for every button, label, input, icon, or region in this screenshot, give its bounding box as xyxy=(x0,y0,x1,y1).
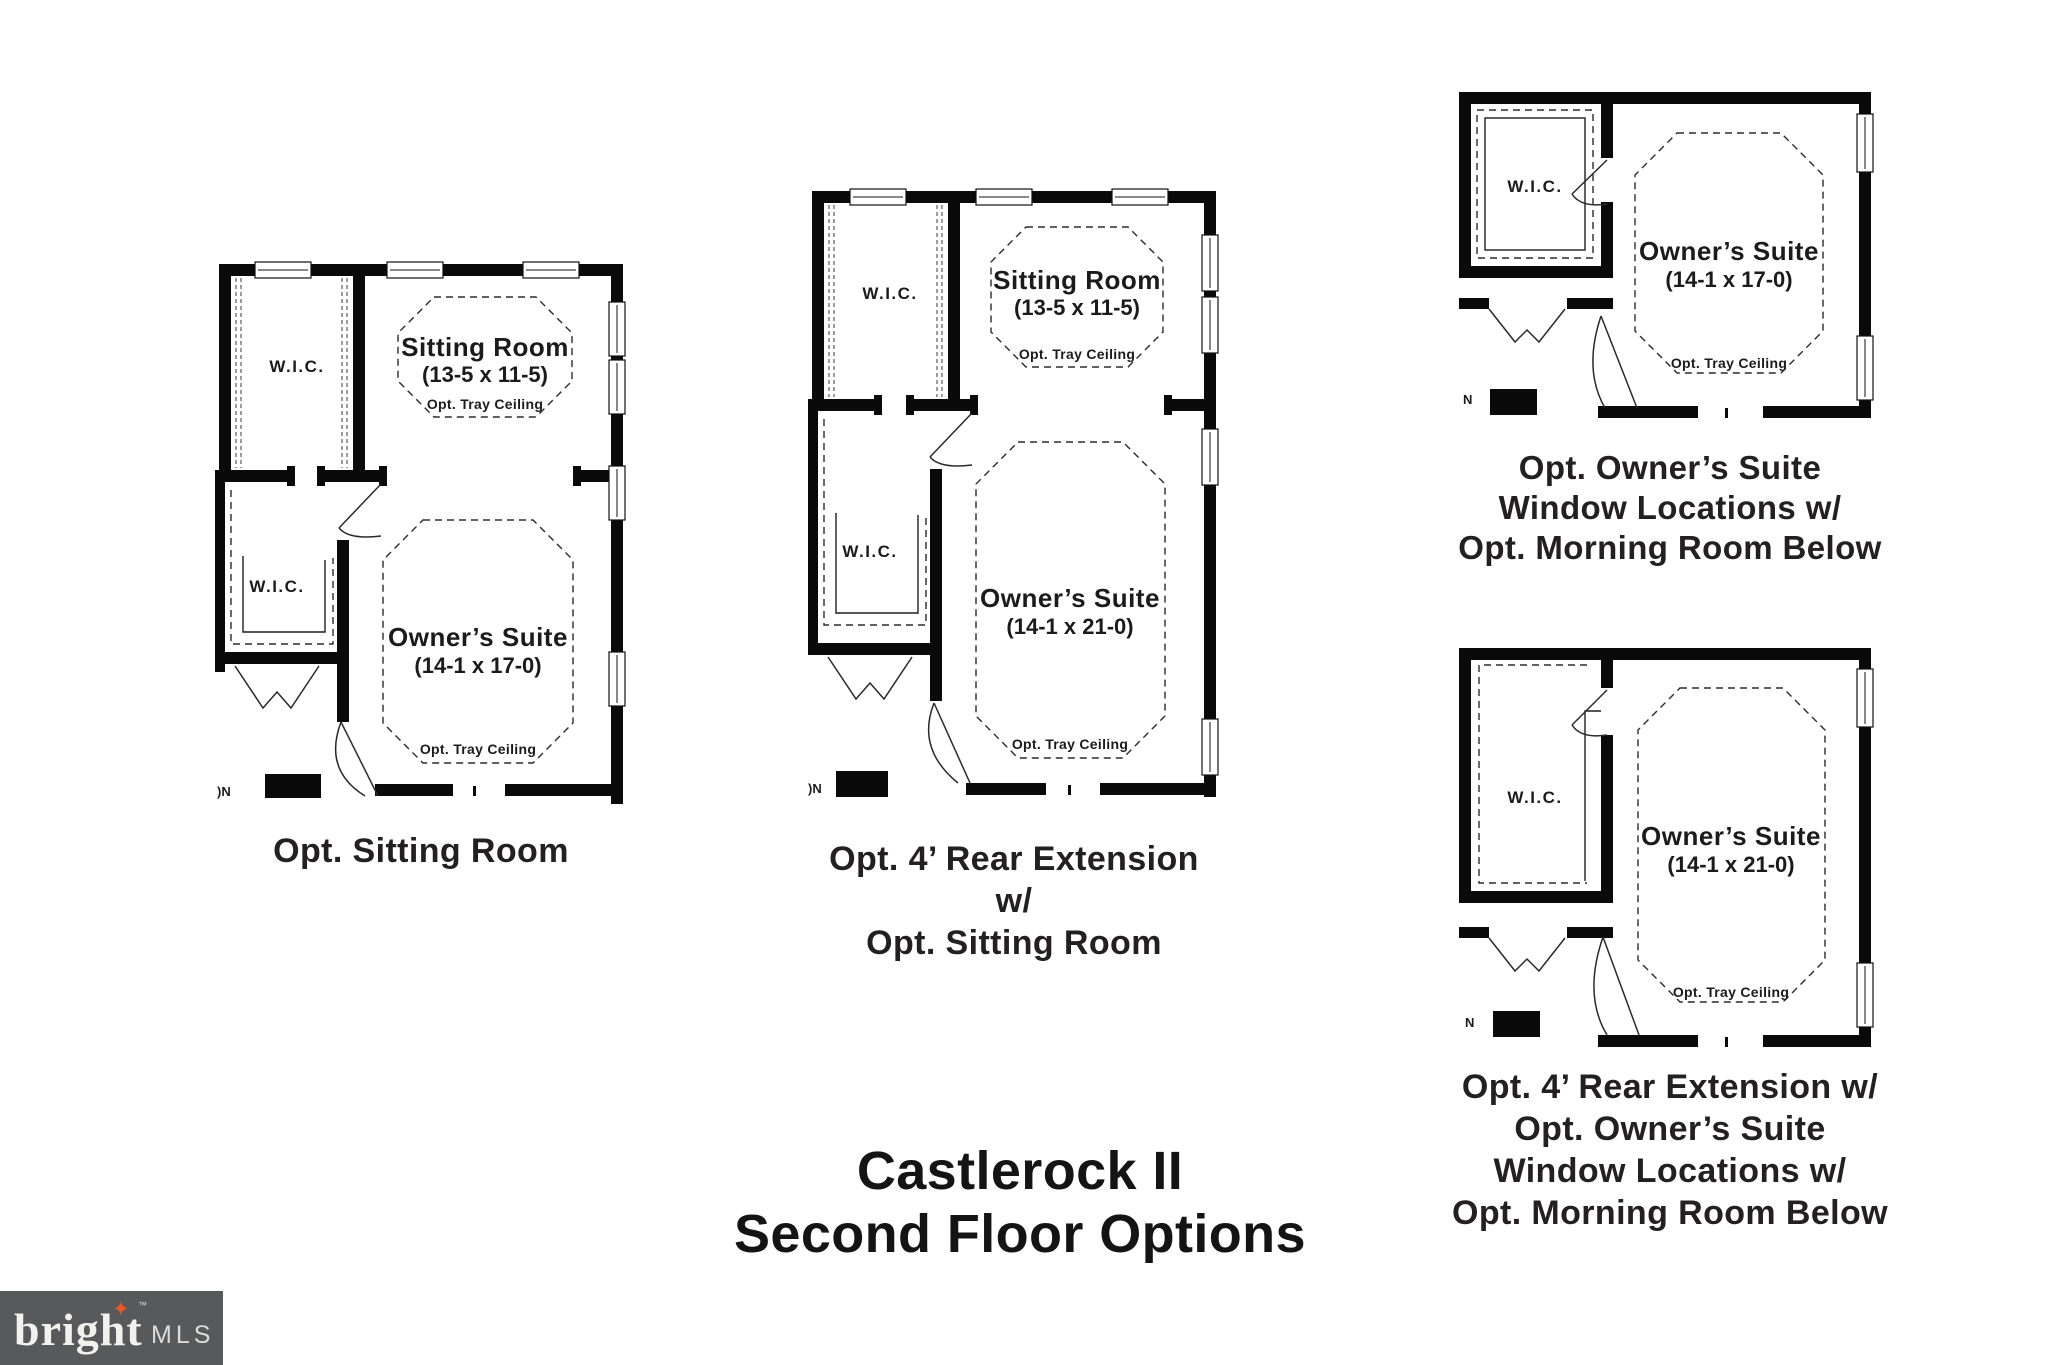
logo-brand-text: bright xyxy=(14,1304,143,1355)
plan4-owners-suite-label: Owner’s Suite xyxy=(1641,821,1821,851)
plan1-wic-top-label: W.I.C. xyxy=(269,357,324,376)
plan1-wic-bottom-label: W.I.C. xyxy=(249,577,304,596)
plan4-closet-shelving xyxy=(1478,664,1601,884)
plan3-suite-tray-outline xyxy=(1634,132,1824,374)
plan2-suite-tray-outline xyxy=(975,441,1166,759)
logo-trademark: ™ xyxy=(138,1300,147,1310)
plan2-stair-block xyxy=(836,771,888,797)
plan4-doors xyxy=(1488,689,1640,1036)
floor-plan-option-4: W.I.C. Owner’s Suite (14-1 x 21-0) Opt. … xyxy=(1455,645,1875,1049)
plan1-owners-suite-label: Owner’s Suite xyxy=(388,622,568,652)
floor-plan-option-3: W.I.C. Owner’s Suite (14-1 x 17-0) Opt. … xyxy=(1455,90,1875,422)
plan3-wic-label: W.I.C. xyxy=(1507,177,1562,196)
plan1-dn-label: )N xyxy=(217,784,231,799)
caption-line: Opt. Morning Room Below xyxy=(1458,529,1882,566)
plan2-caption: Opt. 4’ Rear Extension w/ Opt. Sitting R… xyxy=(808,838,1220,964)
plan4-caption: Opt. 4’ Rear Extension w/ Opt. Owner’s S… xyxy=(1400,1066,1940,1234)
plan2-doors xyxy=(827,412,973,784)
double-door-symbol xyxy=(234,665,320,710)
plan4-suite-tray-note: Opt. Tray Ceiling xyxy=(1673,984,1789,1000)
plan2-dn-label: )N xyxy=(808,781,822,796)
plan3-windows xyxy=(1856,113,1874,401)
plan3-closet-shelving xyxy=(1476,109,1594,259)
floor-plan-option-2: W.I.C. W.I.C. Sitting Room (13-5 x 11-5)… xyxy=(808,183,1220,815)
floor-plan-option-1: W.I.C. W.I.C. Sitting Room (13-5 x 11-5)… xyxy=(215,256,627,816)
plan3-doors xyxy=(1488,159,1638,409)
caption-line: Opt. 4’ Rear Extension w/ xyxy=(1461,1068,1879,1106)
caption-line: Opt. Sitting Room xyxy=(273,832,569,870)
plan3-owners-suite-dim: (14-1 x 17-0) xyxy=(1665,267,1792,292)
plan1-suite-tray-outline xyxy=(382,519,574,764)
plan1-doors xyxy=(234,483,382,797)
plan2-wic-bottom-label: W.I.C. xyxy=(842,542,897,561)
plan1-suite-tray-note: Opt. Tray Ceiling xyxy=(420,741,536,757)
plan4-windows xyxy=(1856,668,1874,1028)
caption-line: Opt. Sitting Room xyxy=(866,924,1162,962)
logo-star-icon: ✦ xyxy=(112,1298,130,1321)
caption-line: Opt. Owner’s Suite xyxy=(1518,449,1822,486)
plan3-owners-suite-label: Owner’s Suite xyxy=(1639,236,1819,266)
plan3-dn-label: N xyxy=(1463,392,1472,407)
plan2-owners-suite-label: Owner’s Suite xyxy=(980,583,1160,613)
plan1-sitting-tray-note: Opt. Tray Ceiling xyxy=(427,396,543,412)
plan1-sitting-room-dim: (13-5 x 11-5) xyxy=(422,362,548,387)
plan2-owners-suite-dim: (14-1 x 21-0) xyxy=(1006,614,1133,639)
plan2-sitting-tray-outline xyxy=(990,226,1164,368)
plan2-sitting-tray-note: Opt. Tray Ceiling xyxy=(1019,346,1135,362)
plan1-stair-block xyxy=(265,774,321,798)
sheet-title-line2: Second Floor Options xyxy=(734,1204,1306,1264)
plan1-owners-suite-dim: (14-1 x 17-0) xyxy=(414,653,541,678)
sheet-title-line1: Castlerock II xyxy=(856,1141,1184,1201)
plan1-sitting-tray-outline xyxy=(397,296,573,418)
caption-line: Opt. 4’ Rear Extension w/ xyxy=(829,840,1199,920)
plan3-caption: Opt. Owner’s Suite Window Locations w/ O… xyxy=(1400,448,1940,568)
plan4-stair-block xyxy=(1493,1011,1540,1037)
plan2-sitting-room-label: Sitting Room xyxy=(993,265,1161,295)
plan3-stair-block xyxy=(1490,389,1537,415)
plan2-windows xyxy=(849,188,1219,776)
plan4-suite-tray-outline xyxy=(1637,687,1826,1003)
plan3-suite-tray-note: Opt. Tray Ceiling xyxy=(1671,355,1787,371)
plan1-caption: Opt. Sitting Room xyxy=(215,830,627,872)
plan4-walls xyxy=(1459,648,1871,1047)
plan2-sitting-room-dim: (13-5 x 11-5) xyxy=(1014,295,1140,320)
caption-line: Window Locations w/ xyxy=(1493,1152,1847,1190)
caption-line: Opt. Owner’s Suite xyxy=(1514,1110,1826,1148)
sheet-title: Castlerock II Second Floor Options xyxy=(700,1140,1340,1266)
caption-line: Opt. Morning Room Below xyxy=(1451,1194,1889,1232)
plan1-windows xyxy=(254,261,626,707)
plan4-wic-label: W.I.C. xyxy=(1507,788,1562,807)
bright-mls-logo: bright ✦ ™ MLS xyxy=(0,1291,223,1365)
plan2-closet-shelving xyxy=(823,205,943,626)
plan2-suite-tray-note: Opt. Tray Ceiling xyxy=(1012,736,1128,752)
plan4-owners-suite-dim: (14-1 x 21-0) xyxy=(1667,852,1794,877)
logo-mls-text: MLS xyxy=(151,1321,215,1349)
double-door-symbol xyxy=(827,656,913,701)
plan4-dn-label: N xyxy=(1465,1015,1474,1030)
plan1-sitting-room-label: Sitting Room xyxy=(401,332,569,362)
plan1-closet-shelving xyxy=(230,278,348,645)
caption-line: Window Locations w/ xyxy=(1498,489,1842,526)
plan2-wic-top-label: W.I.C. xyxy=(862,284,917,303)
double-door-symbol xyxy=(1488,308,1566,344)
double-door-symbol xyxy=(1488,937,1566,973)
